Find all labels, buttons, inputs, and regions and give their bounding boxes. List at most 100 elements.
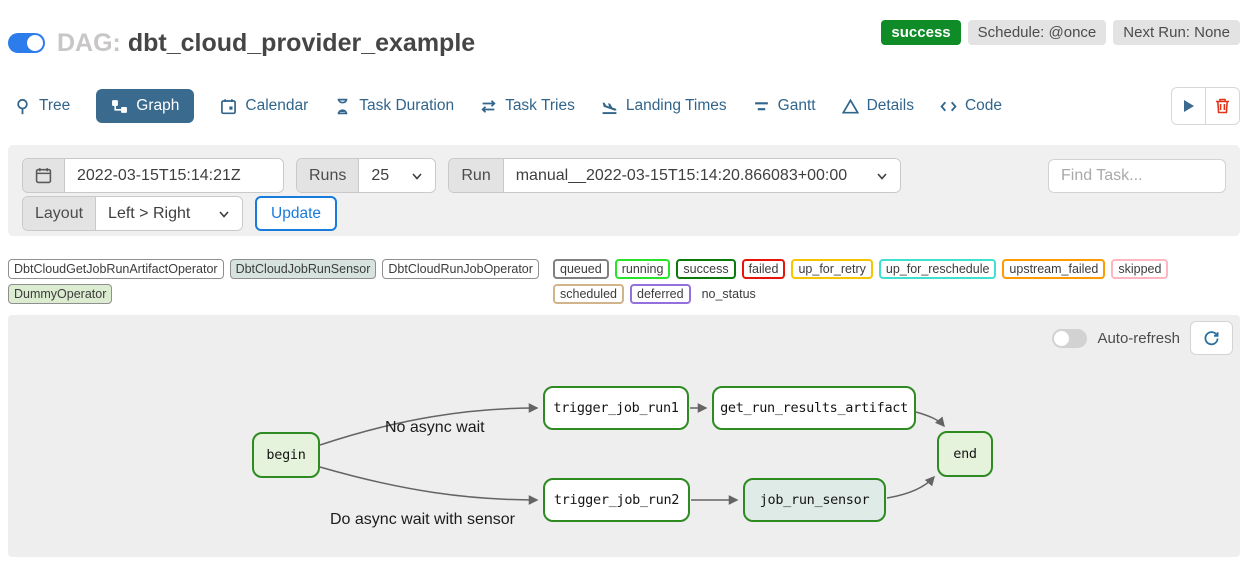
layout-value: Left > Right: [108, 204, 191, 222]
tab-details[interactable]: Details: [841, 89, 914, 123]
status-chip-running: running: [614, 259, 671, 279]
dag-title-prefix: DAG:: [57, 28, 121, 57]
execution-date-group: [22, 158, 284, 193]
tab-tree[interactable]: Tree: [14, 89, 70, 123]
tab-landing-times[interactable]: Landing Times: [601, 89, 727, 123]
edge-begin-to-trigger_job_run1: [319, 403, 539, 446]
sitemap-icon: [111, 98, 128, 115]
node-get_run_results_artifact[interactable]: get_run_results_artifact: [712, 386, 916, 430]
filter-panel: Runs 25 Run manual__2022-03-15T15:14:20.…: [8, 145, 1240, 236]
edge-get_run_results_artifact-to-end: [915, 411, 945, 428]
status-chip-scheduled: scheduled: [553, 284, 624, 304]
tab-label: Graph: [136, 97, 180, 114]
operator-chip: DbtCloudGetJobRunArtifactOperator: [8, 259, 224, 279]
runs-count-select[interactable]: 25: [359, 159, 436, 192]
auto-refresh-label: Auto-refresh: [1097, 329, 1180, 347]
layout-select[interactable]: Left > Right: [96, 197, 243, 230]
operator-chip: DummyOperator: [8, 284, 113, 304]
toggle-knob: [1054, 330, 1070, 346]
find-task-input[interactable]: [1048, 159, 1226, 193]
edge-label: Do async wait with sensor: [330, 511, 515, 528]
status-chip-up_for_retry: up_for_retry: [791, 259, 873, 279]
status-badge: success: [881, 20, 961, 45]
auto-refresh-toggle[interactable]: [1052, 328, 1088, 348]
calendar-addon-icon: [23, 159, 65, 192]
tab-code[interactable]: Code: [940, 89, 1002, 123]
view-tabbar: Tree Graph Calendar Task Duration Task Tries…: [14, 87, 1002, 125]
tab-label: Task Duration: [359, 97, 455, 114]
dag-edges: [319, 403, 945, 505]
toggle-knob: [27, 35, 43, 51]
node-end[interactable]: end: [937, 431, 993, 477]
tab-label: Code: [964, 97, 1003, 114]
page-title: DAG: dbt_cloud_provider_example: [57, 29, 475, 58]
dag-run-select[interactable]: manual__2022-03-15T15:14:20.866083+00:00: [503, 159, 900, 192]
runs-label: Runs: [297, 159, 360, 192]
hourglass-icon: [334, 98, 351, 115]
status-chip-queued: queued: [553, 259, 609, 279]
node-trigger_job_run1[interactable]: trigger_job_run1: [543, 386, 689, 430]
pin-icon: [14, 98, 31, 115]
edge-job_run_sensor-to-end: [886, 475, 935, 499]
status-chip-skipped: skipped: [1111, 259, 1169, 279]
repeat-icon: [480, 98, 497, 115]
tab-label: Tree: [39, 97, 71, 114]
node-job_run_sensor[interactable]: job_run_sensor: [743, 478, 886, 522]
status-chip-no_status: no_status: [701, 287, 756, 301]
header-badges: success Schedule: @once Next Run: None: [881, 20, 1240, 45]
edge-begin-to-trigger_job_run2: [319, 466, 539, 505]
tab-calendar[interactable]: Calendar: [220, 89, 308, 123]
plane-landing-icon: [601, 98, 618, 115]
graph-panel: Auto-refresh begin trigger_job_run1 get_ru…: [8, 315, 1240, 557]
tab-label: Task Tries: [505, 97, 575, 114]
trash-icon: [1215, 98, 1230, 114]
runs-select-group: Runs 25: [296, 158, 437, 193]
runs-count-value: 25: [371, 166, 390, 184]
node-trigger_job_run2[interactable]: trigger_job_run2: [543, 478, 690, 522]
run-select-group: Run manual__2022-03-15T15:14:20.866083+0…: [448, 158, 901, 193]
play-icon: [1182, 99, 1196, 113]
status-chip-deferred: deferred: [630, 284, 691, 304]
status-chip-upstream_failed: upstream_failed: [1002, 259, 1106, 279]
tab-task-tries[interactable]: Task Tries: [480, 89, 575, 123]
dag-pause-toggle[interactable]: [8, 33, 45, 53]
delete-dag-button[interactable]: [1205, 87, 1240, 125]
edge-label: No async wait: [385, 419, 485, 436]
tab-label: Calendar: [245, 97, 309, 114]
tab-label: Landing Times: [625, 97, 727, 114]
chevron-down-icon: [219, 210, 229, 218]
trigger-dag-button[interactable]: [1171, 87, 1206, 125]
run-label: Run: [449, 159, 504, 192]
refresh-button[interactable]: [1190, 321, 1233, 355]
layout-label: Layout: [23, 197, 97, 230]
status-chip-success: success: [676, 259, 736, 279]
tab-graph[interactable]: Graph: [96, 89, 195, 123]
operator-chip: DbtCloudJobRunSensor: [229, 259, 377, 279]
dag-header: DAG: dbt_cloud_provider_example success …: [8, 20, 1240, 60]
tab-label: Gantt: [777, 97, 816, 114]
dag-action-buttons: [1171, 87, 1240, 125]
tab-label: Details: [866, 97, 914, 114]
update-button[interactable]: Update: [255, 196, 338, 231]
layout-select-group: Layout Left > Right: [22, 196, 244, 231]
gantt-bars-icon: [753, 98, 770, 115]
tab-gantt[interactable]: Gantt: [753, 89, 816, 123]
calendar-icon: [220, 98, 237, 115]
tab-task-duration[interactable]: Task Duration: [334, 89, 454, 123]
execution-date-input[interactable]: [65, 159, 283, 192]
status-chip-failed: failed: [741, 259, 786, 279]
operator-chip: DbtCloudRunJobOperator: [382, 259, 539, 279]
code-brackets-icon: [940, 98, 957, 115]
chevron-down-icon: [412, 172, 422, 180]
refresh-icon: [1203, 330, 1220, 347]
status-chip-up_for_reschedule: up_for_reschedule: [878, 259, 997, 279]
dag-name: dbt_cloud_provider_example: [127, 28, 476, 57]
schedule-badge: Schedule: @once: [967, 20, 1107, 45]
chevron-down-icon: [877, 172, 887, 180]
node-begin[interactable]: begin: [252, 432, 320, 478]
triangle-icon: [841, 98, 859, 115]
dag-run-value: manual__2022-03-15T15:14:20.866083+00:00: [515, 166, 848, 184]
next-run-badge: Next Run: None: [1113, 20, 1240, 45]
